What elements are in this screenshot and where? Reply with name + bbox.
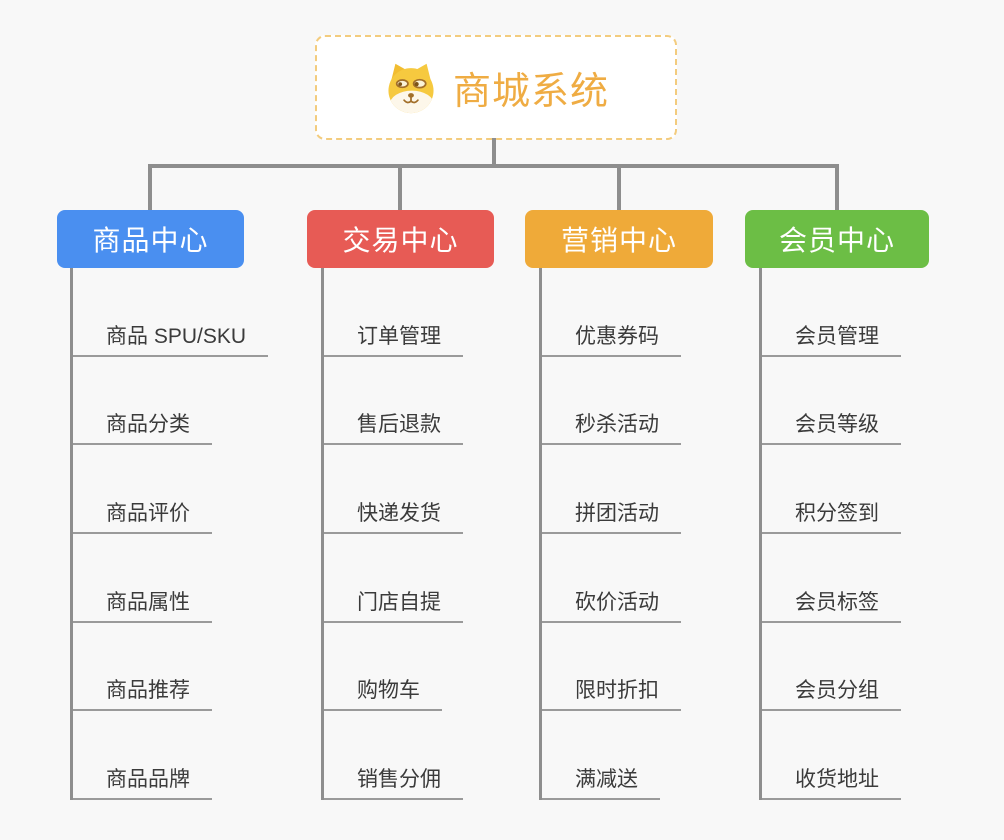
- branch-header[interactable]: 营销中心: [525, 210, 713, 268]
- child-node[interactable]: 商品品牌: [73, 769, 212, 801]
- child-node[interactable]: 商品分类: [73, 414, 212, 446]
- child-node-row: 商品评价: [73, 445, 268, 535]
- connector-drop-branch-4: [835, 164, 839, 210]
- child-node-row: 销售分佣: [324, 711, 463, 801]
- child-node[interactable]: 限时折扣: [542, 680, 681, 712]
- child-node-row: 订单管理: [324, 268, 463, 357]
- child-node[interactable]: 积分签到: [762, 503, 901, 535]
- connector-horizontal-bar: [148, 164, 839, 168]
- doge-icon: [388, 63, 434, 113]
- child-node[interactable]: 快递发货: [324, 503, 463, 535]
- child-node-row: 门店自提: [324, 534, 463, 623]
- child-node[interactable]: 商品推荐: [73, 680, 212, 712]
- child-node-row: 快递发货: [324, 445, 463, 535]
- child-node[interactable]: 会员标签: [762, 592, 901, 623]
- child-node[interactable]: 订单管理: [324, 326, 463, 357]
- branch-children-trunk: 会员管理会员等级积分签到会员标签会员分组收货地址: [759, 268, 901, 801]
- child-node-row: 砍价活动: [542, 534, 681, 623]
- child-node-row: 优惠券码: [542, 268, 681, 357]
- child-node[interactable]: 满减送: [542, 769, 660, 801]
- child-node[interactable]: 优惠券码: [542, 326, 681, 357]
- child-node-row: 积分签到: [762, 445, 901, 535]
- child-node-row: 收货地址: [762, 711, 901, 801]
- child-node[interactable]: 商品属性: [73, 592, 212, 623]
- child-node-row: 售后退款: [324, 357, 463, 446]
- child-node[interactable]: 销售分佣: [324, 769, 463, 801]
- child-node-row: 会员标签: [762, 534, 901, 623]
- child-node-row: 商品品牌: [73, 711, 268, 801]
- child-node[interactable]: 购物车: [324, 680, 442, 712]
- connector-root-stem: [492, 138, 496, 168]
- connector-drop-branch-3: [617, 164, 621, 210]
- root-node-mall-system[interactable]: 商城系统: [315, 35, 677, 140]
- child-node-row: 购物车: [324, 623, 463, 712]
- connector-drop-branch-2: [398, 164, 402, 210]
- branch-header[interactable]: 交易中心: [307, 210, 494, 268]
- child-node[interactable]: 会员管理: [762, 326, 901, 357]
- connector-drop-branch-1: [148, 164, 152, 210]
- child-node[interactable]: 拼团活动: [542, 503, 681, 535]
- branch-header[interactable]: 会员中心: [745, 210, 929, 268]
- child-node[interactable]: 会员等级: [762, 414, 901, 446]
- branch-children-trunk: 优惠券码秒杀活动拼团活动砍价活动限时折扣满减送: [539, 268, 681, 801]
- child-node-row: 商品推荐: [73, 623, 268, 712]
- child-node[interactable]: 砍价活动: [542, 592, 681, 623]
- child-node[interactable]: 售后退款: [324, 414, 463, 446]
- child-node-row: 会员分组: [762, 623, 901, 712]
- child-node-row: 会员管理: [762, 268, 901, 357]
- child-node-row: 会员等级: [762, 357, 901, 446]
- child-node-row: 商品属性: [73, 534, 268, 623]
- child-node-row: 满减送: [542, 711, 681, 801]
- child-node-row: 秒杀活动: [542, 357, 681, 446]
- child-node-row: 拼团活动: [542, 445, 681, 535]
- branch-children-trunk: 商品 SPU/SKU 商品分类商品评价商品属性商品推荐商品品牌: [70, 268, 269, 801]
- child-node[interactable]: 门店自提: [324, 592, 463, 623]
- child-node[interactable]: 收货地址: [762, 769, 901, 801]
- root-title: 商城系统: [452, 71, 609, 113]
- child-node[interactable]: 商品 SPU/SKU: [73, 326, 269, 357]
- branch-children-trunk: 订单管理售后退款快递发货门店自提购物车销售分佣: [321, 268, 463, 801]
- child-node[interactable]: 商品评价: [73, 503, 212, 535]
- child-node-row: 限时折扣: [542, 623, 681, 712]
- child-node[interactable]: 秒杀活动: [542, 414, 681, 446]
- child-node-row: 商品分类: [73, 357, 268, 446]
- branch-header[interactable]: 商品中心: [57, 210, 244, 268]
- child-node-row: 商品 SPU/SKU: [73, 268, 269, 357]
- child-node[interactable]: 会员分组: [762, 680, 901, 712]
